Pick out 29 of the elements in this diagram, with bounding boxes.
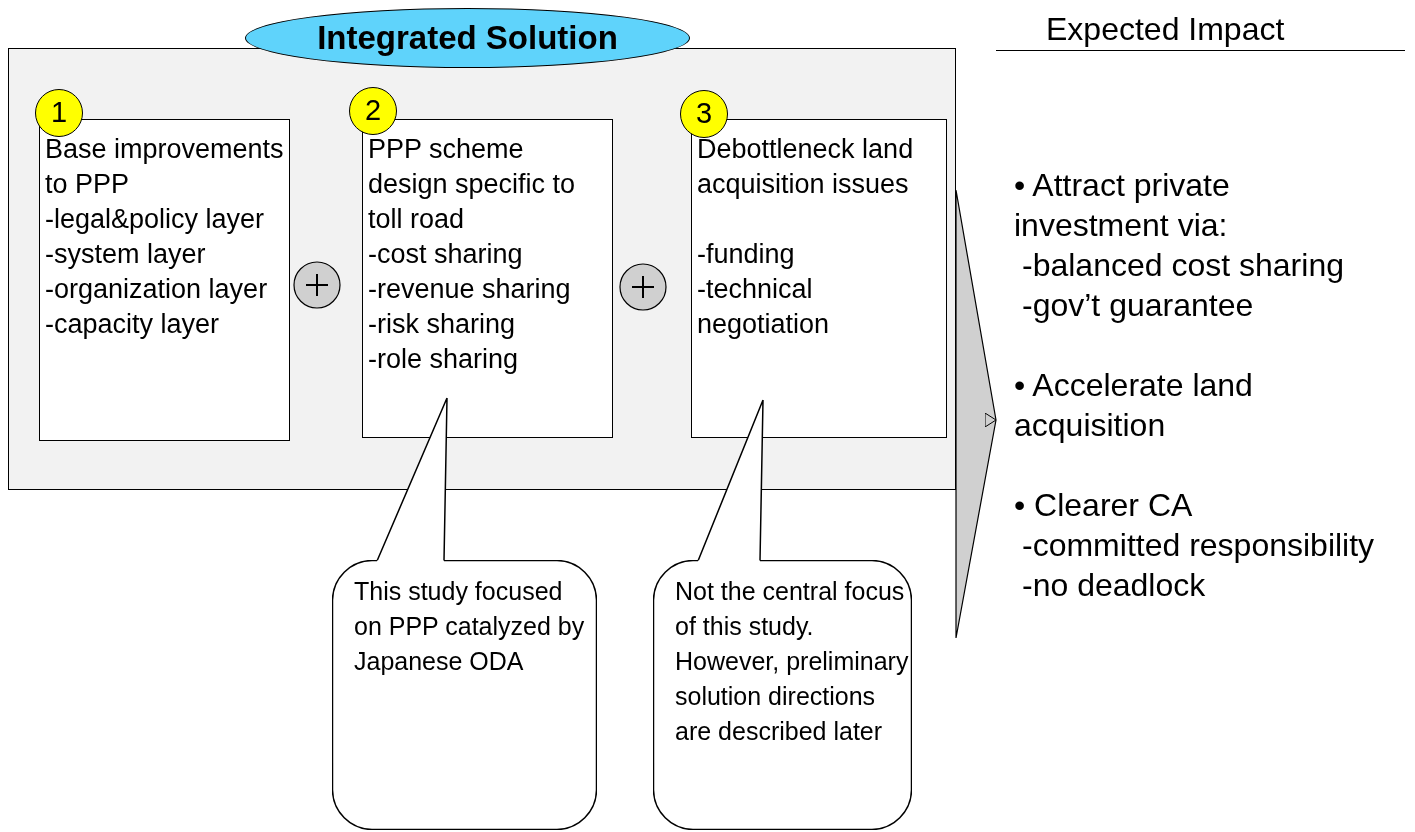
impact-text: -gov’t guarantee — [1021, 286, 1254, 325]
box-text: -technical negotiation — [697, 273, 831, 341]
impact-text: -balanced cost sharing — [1021, 246, 1344, 285]
box-text: -organization layer — [45, 273, 269, 306]
speech-bubble — [332, 560, 597, 830]
number-badge: 2 — [349, 87, 397, 135]
box-text: -revenue sharing — [368, 273, 572, 306]
speech-bubble — [653, 560, 912, 830]
chevron-arrow — [955, 189, 997, 639]
bubble-text: This study focused on PPP catalyzed by Japanese ODA — [354, 576, 586, 677]
box-text: -risk sharing — [368, 308, 517, 341]
number-badge: 1 — [35, 89, 83, 137]
solution-box — [362, 119, 613, 438]
number-badge: 3 — [680, 90, 728, 138]
impact-text: -committed responsibility — [1021, 526, 1375, 565]
box-text: -cost sharing — [368, 238, 524, 271]
box-text: -role sharing — [368, 343, 520, 376]
column-heading: Expected Impact — [1046, 10, 1285, 48]
impact-text: • Clearer CA — [1014, 486, 1193, 525]
box-text: -legal&policy layer — [45, 203, 266, 236]
impact-text: -no deadlock — [1021, 566, 1206, 605]
box-text: -system layer — [45, 238, 207, 271]
box-text: -funding — [697, 238, 796, 271]
box-text: PPP scheme design specific to toll road — [368, 133, 577, 236]
impact-text: • Attract private investment via: — [1014, 166, 1231, 245]
impact-text: • Accelerate land acquisition — [1014, 366, 1254, 445]
bubble-text: Not the central focus of this study. However, preliminary solution directions are described later — [675, 576, 909, 747]
title-text: Integrated Solution — [317, 18, 618, 59]
box-text: -capacity layer — [45, 308, 221, 341]
